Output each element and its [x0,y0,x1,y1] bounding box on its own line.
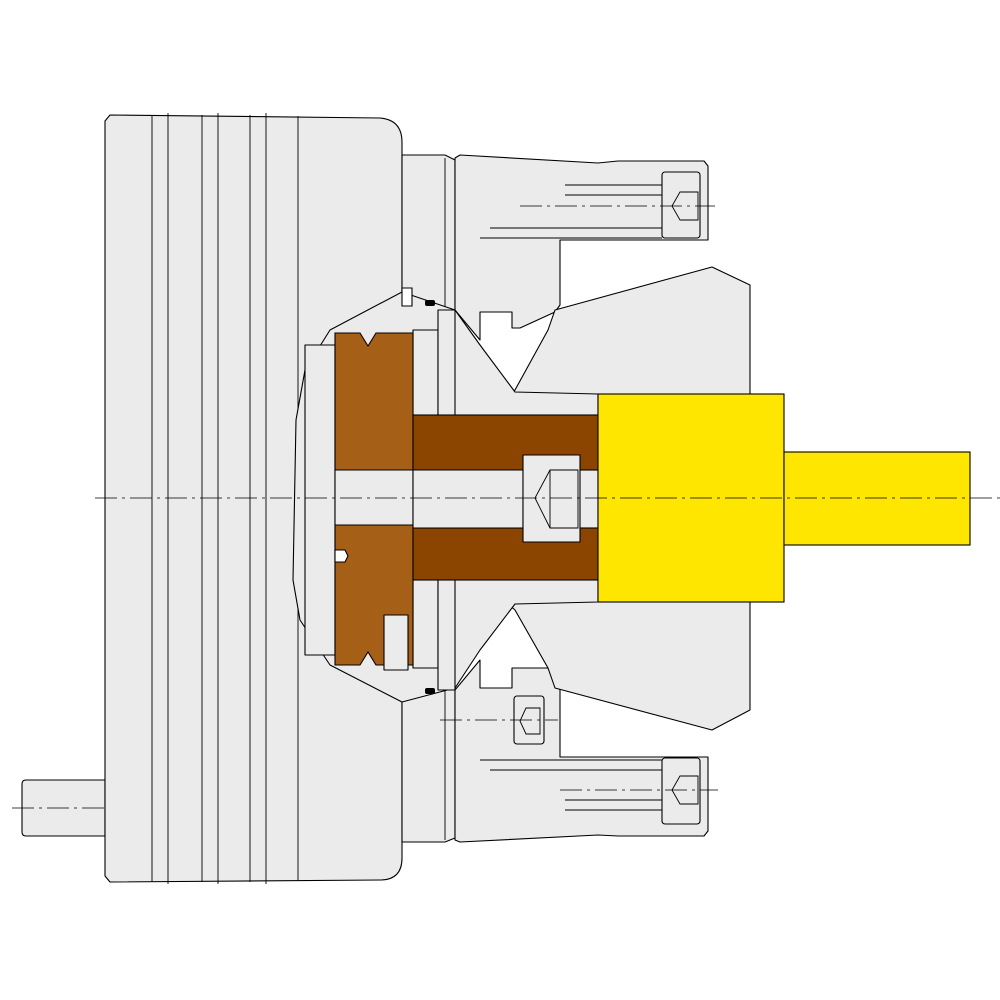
centerlines [12,205,1000,809]
piston [334,332,414,671]
piston-rod [412,414,601,581]
left-body [104,113,403,884]
upper-jaw [454,154,709,341]
bolts [513,171,701,825]
